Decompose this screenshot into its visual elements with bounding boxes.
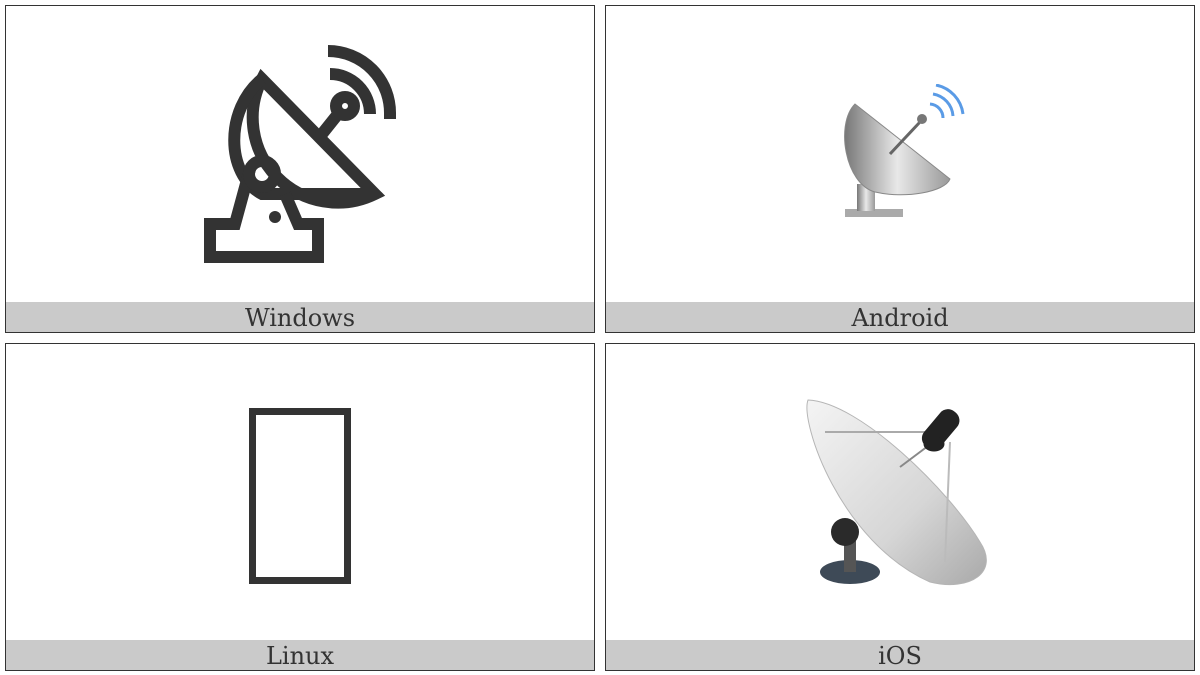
- satellite-antenna-icon: [606, 344, 1194, 640]
- platform-label: Android: [606, 302, 1194, 332]
- panel-android: Android: [605, 5, 1195, 333]
- platform-label: Linux: [6, 640, 594, 670]
- platform-label: iOS: [606, 640, 1194, 670]
- panel-windows: Windows: [5, 5, 595, 333]
- satellite-antenna-icon: [6, 6, 594, 302]
- panel-linux: Linux: [5, 343, 595, 671]
- satellite-antenna-icon: [606, 6, 1194, 302]
- panel-ios: iOS: [605, 343, 1195, 671]
- missing-glyph-box-icon: [6, 344, 594, 640]
- platform-label: Windows: [6, 302, 594, 332]
